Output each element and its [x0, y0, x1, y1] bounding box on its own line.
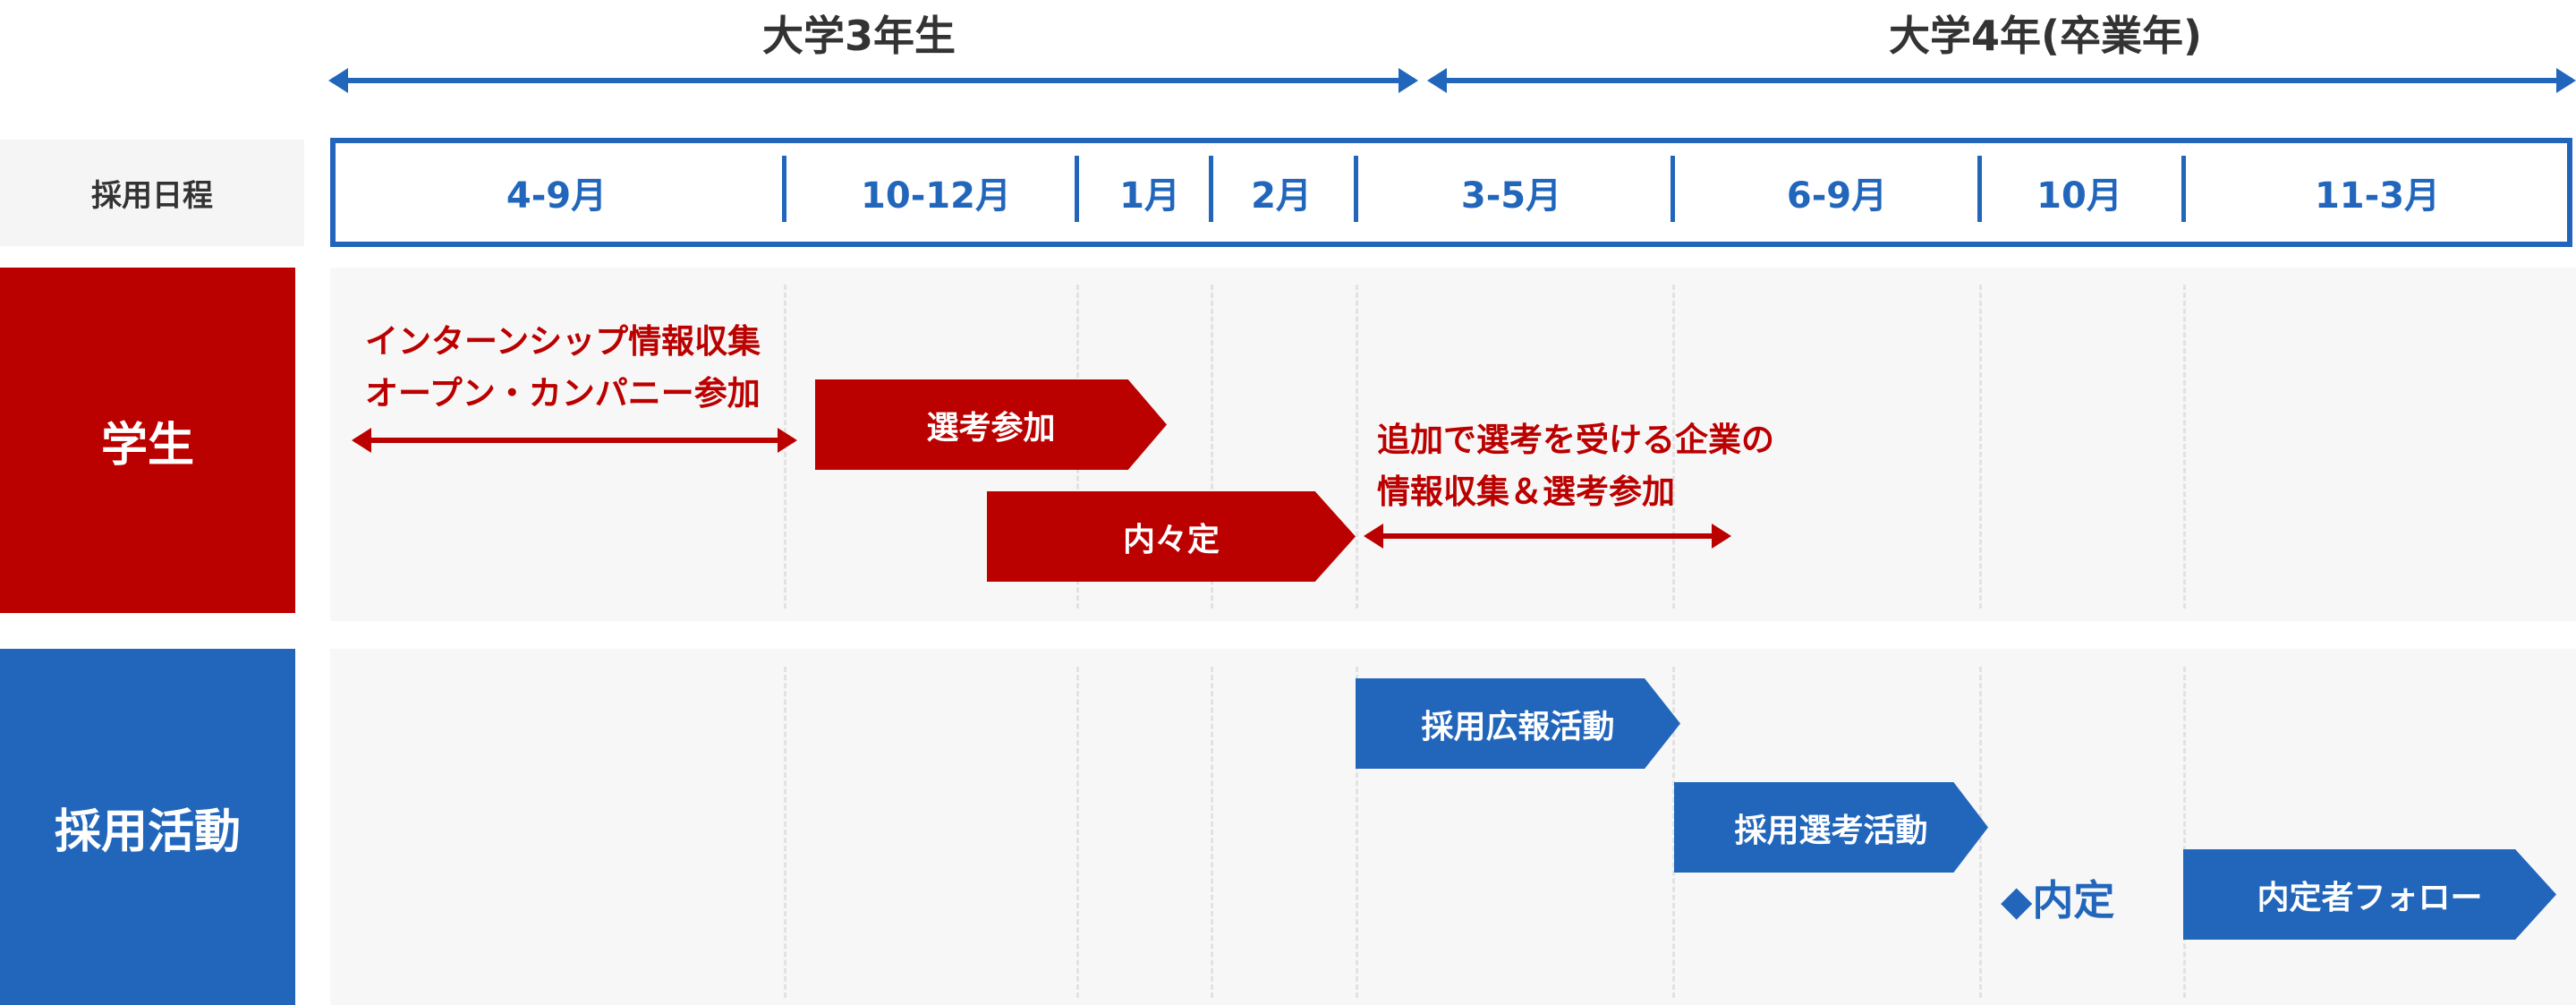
- month-label: 3-5月: [1460, 175, 1562, 217]
- student-row-label: 学生: [0, 268, 295, 613]
- month-label: 2月: [1251, 175, 1312, 217]
- grid-line: [784, 667, 786, 998]
- year-4-label: 大学4年(卒業年): [1888, 12, 2203, 60]
- month-divider: [1075, 156, 1079, 222]
- grid-line: [2183, 285, 2186, 609]
- internship-text: インターンシップ情報収集 オープン・カンパニー参加: [365, 316, 761, 420]
- recruitment-selection-arrow: 採用選考活動: [1674, 782, 1988, 873]
- schedule-timeline-box: [330, 138, 2572, 247]
- month-divider: [1209, 156, 1213, 222]
- grid-line: [1356, 285, 1358, 609]
- schedule-label: 採用日程: [0, 140, 304, 246]
- month-label: 10-12月: [861, 175, 1011, 217]
- month-divider: [1354, 156, 1358, 222]
- grid-line: [1979, 285, 1982, 609]
- internship-line-1: インターンシップ情報収集: [365, 322, 761, 361]
- year-4-span-arrow: [1427, 68, 2576, 93]
- grid-line: [1211, 285, 1213, 609]
- month-divider: [2181, 156, 2186, 222]
- internship-line-2: オープン・カンパニー参加: [365, 374, 761, 413]
- additional-line-1: 追加で選考を受ける企業の: [1377, 421, 1774, 459]
- grid-line: [1672, 667, 1675, 998]
- month-label: 11-3月: [2314, 175, 2441, 217]
- year-3-span-arrow: [328, 68, 1418, 93]
- additional-selection-text: 追加で選考を受ける企業の 情報収集＆選考参加: [1377, 414, 1774, 518]
- month-label: 1月: [1119, 175, 1180, 217]
- student-band: [330, 268, 2576, 621]
- offer-follow-up-arrow: 内定者フォロー: [2183, 849, 2556, 940]
- selection-participation-arrow: 選考参加: [815, 379, 1167, 470]
- month-divider: [1977, 156, 1982, 222]
- month-label: 10月: [2036, 175, 2122, 217]
- month-divider: [1671, 156, 1675, 222]
- grid-line: [1211, 667, 1213, 998]
- month-label: 4-9月: [506, 175, 608, 217]
- additional-span-arrow: [1364, 524, 1731, 549]
- recruitment-pr-arrow: 採用広報活動: [1356, 678, 1680, 769]
- month-divider: [782, 156, 786, 222]
- grid-line: [1356, 667, 1358, 998]
- recruitment-row-label: 採用活動: [0, 649, 295, 1005]
- grid-line: [1076, 667, 1079, 998]
- informal-offer-arrow: 内々定: [987, 491, 1356, 582]
- grid-line: [1672, 285, 1675, 609]
- additional-line-2: 情報収集＆選考参加: [1377, 473, 1675, 511]
- grid-line: [2183, 667, 2186, 998]
- job-offer-marker: ◆内定: [2001, 876, 2115, 924]
- year-3-label: 大学3年生: [761, 12, 956, 60]
- month-label: 6-9月: [1786, 175, 1888, 217]
- internship-span-arrow: [352, 428, 797, 453]
